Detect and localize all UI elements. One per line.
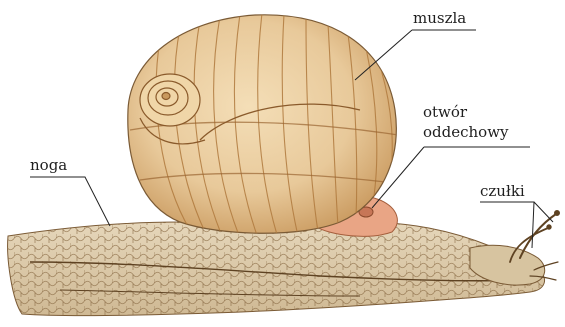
snail-shell [128,13,398,238]
label-tentacles: czułki [480,182,525,200]
label-pneumostome-line1: otwór [423,103,467,121]
label-shell: muszla [413,9,466,27]
snail-foot [8,222,545,316]
label-foot: noga [30,156,67,174]
leader-noga [30,177,110,226]
label-pneumostome-line2: oddechowy [423,123,509,141]
